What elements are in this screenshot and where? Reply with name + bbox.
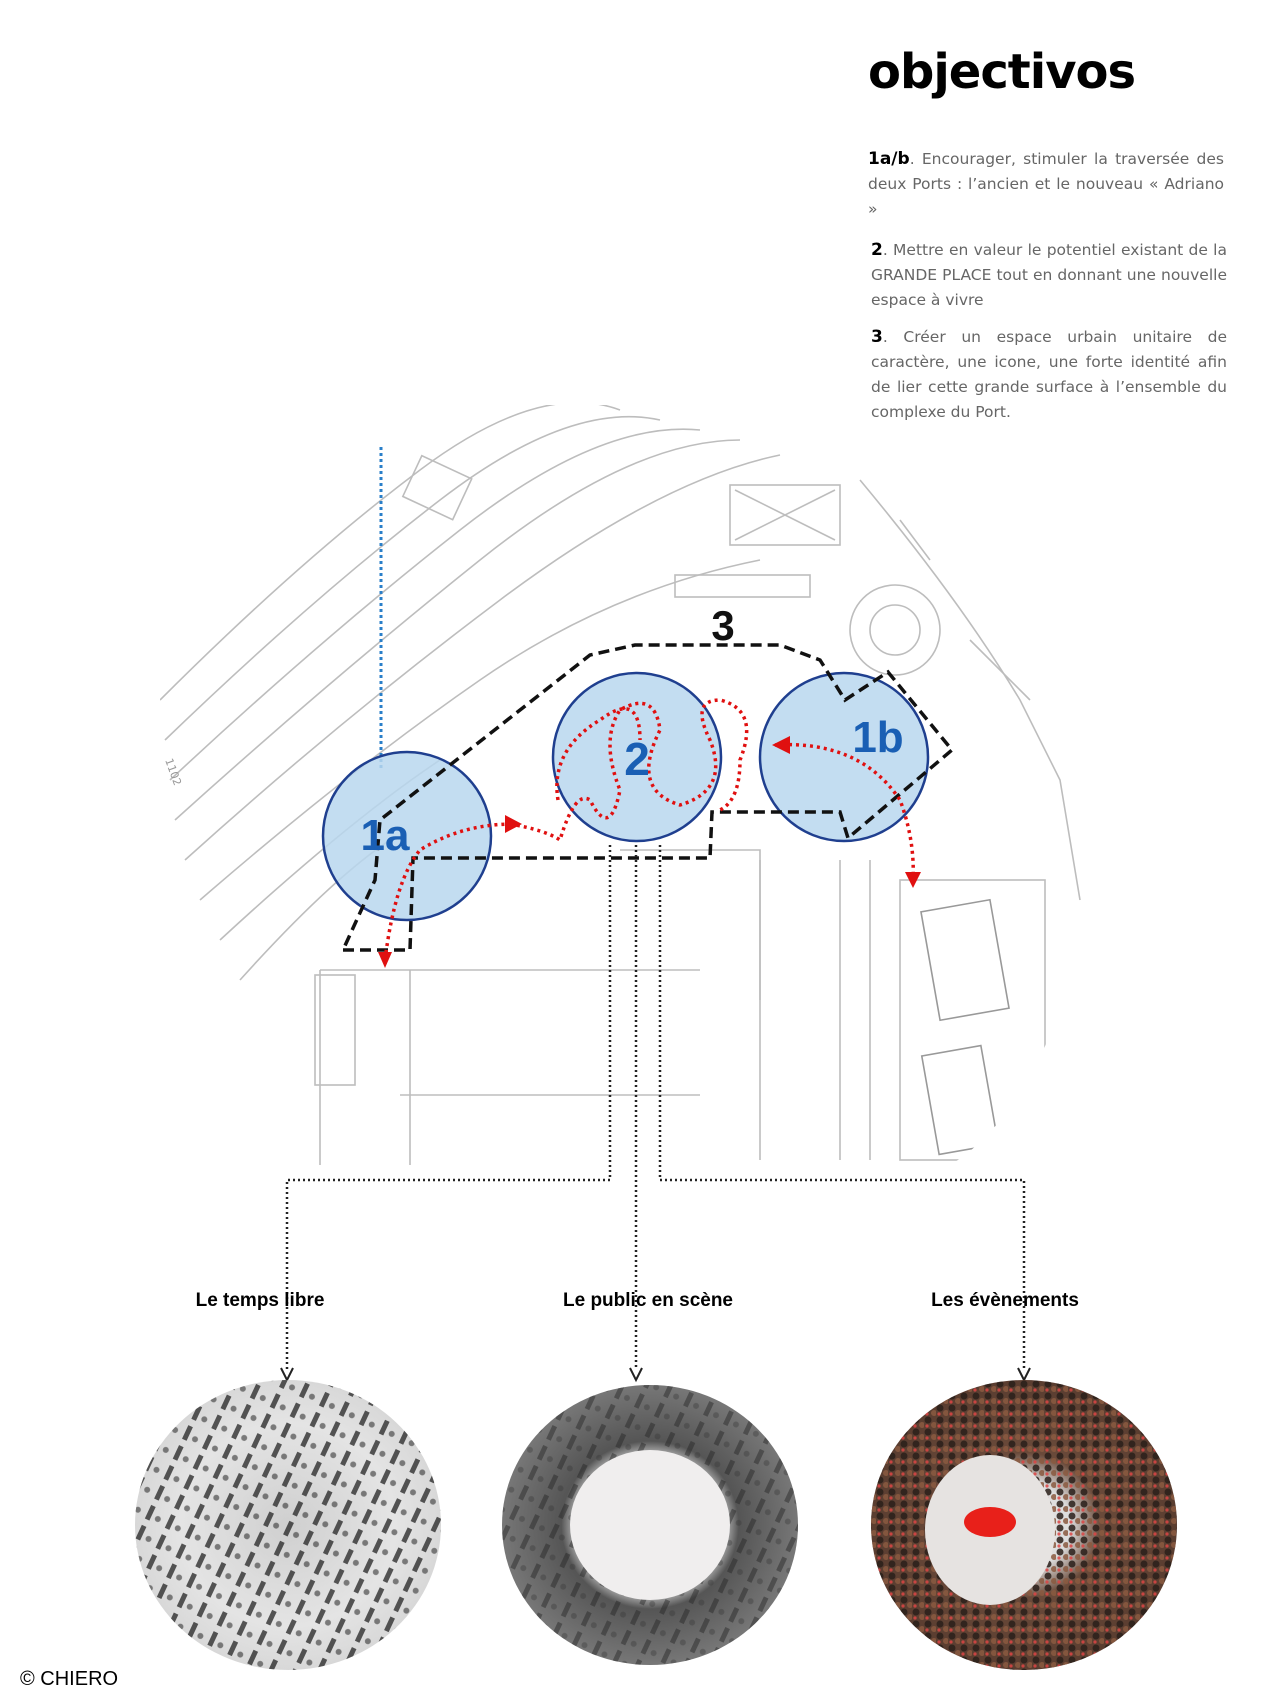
circle-label-1b: 1b (852, 713, 903, 762)
zone-circle-2 (551, 671, 723, 843)
objective-text: . Encourager, stimuler la traversée des … (868, 150, 1224, 218)
arrowheads (378, 736, 921, 968)
circulation-paths (383, 698, 915, 961)
zone-3-outline (340, 643, 955, 952)
objective-number: 3 (871, 327, 883, 347)
photo-public-en-scene (502, 1385, 798, 1665)
photo-temps-libre (135, 1380, 441, 1670)
zone-3-label: 3 (711, 602, 734, 649)
objective-text: . Mettre en valeur le potentiel existant… (871, 241, 1227, 309)
zone-circle-1a (321, 750, 493, 922)
contour-label: 1102 (162, 757, 184, 788)
site-plan-map (160, 405, 1081, 1165)
circle-label-2: 2 (624, 733, 650, 785)
caption-evenements: Les évènements (931, 1290, 1079, 1311)
objective-2: 2. Mettre en valeur le potentiel existan… (871, 238, 1227, 313)
objective-number: 2 (871, 240, 883, 260)
connector-arrowheads (280, 1367, 1031, 1383)
objective-3: 3. Créer un espace urbain unitaire de ca… (871, 325, 1227, 425)
objective-1ab: 1a/b. Encourager, stimuler la traversée … (868, 147, 1224, 222)
page-title: objectivos (868, 44, 1136, 100)
zone-circle-1b (758, 671, 930, 843)
objective-text: . Créer un espace urbain unitaire de car… (871, 328, 1227, 421)
connector-lines (285, 845, 1026, 1370)
caption-public-en-scene: Le public en scène (563, 1290, 733, 1311)
caption-temps-libre: Le temps libre (195, 1290, 325, 1311)
photo-evenements (871, 1380, 1177, 1670)
objective-number: 1a/b (868, 149, 910, 169)
circle-label-1a: 1a (361, 811, 410, 860)
copyright-credit: © CHIERO (20, 1668, 119, 1690)
